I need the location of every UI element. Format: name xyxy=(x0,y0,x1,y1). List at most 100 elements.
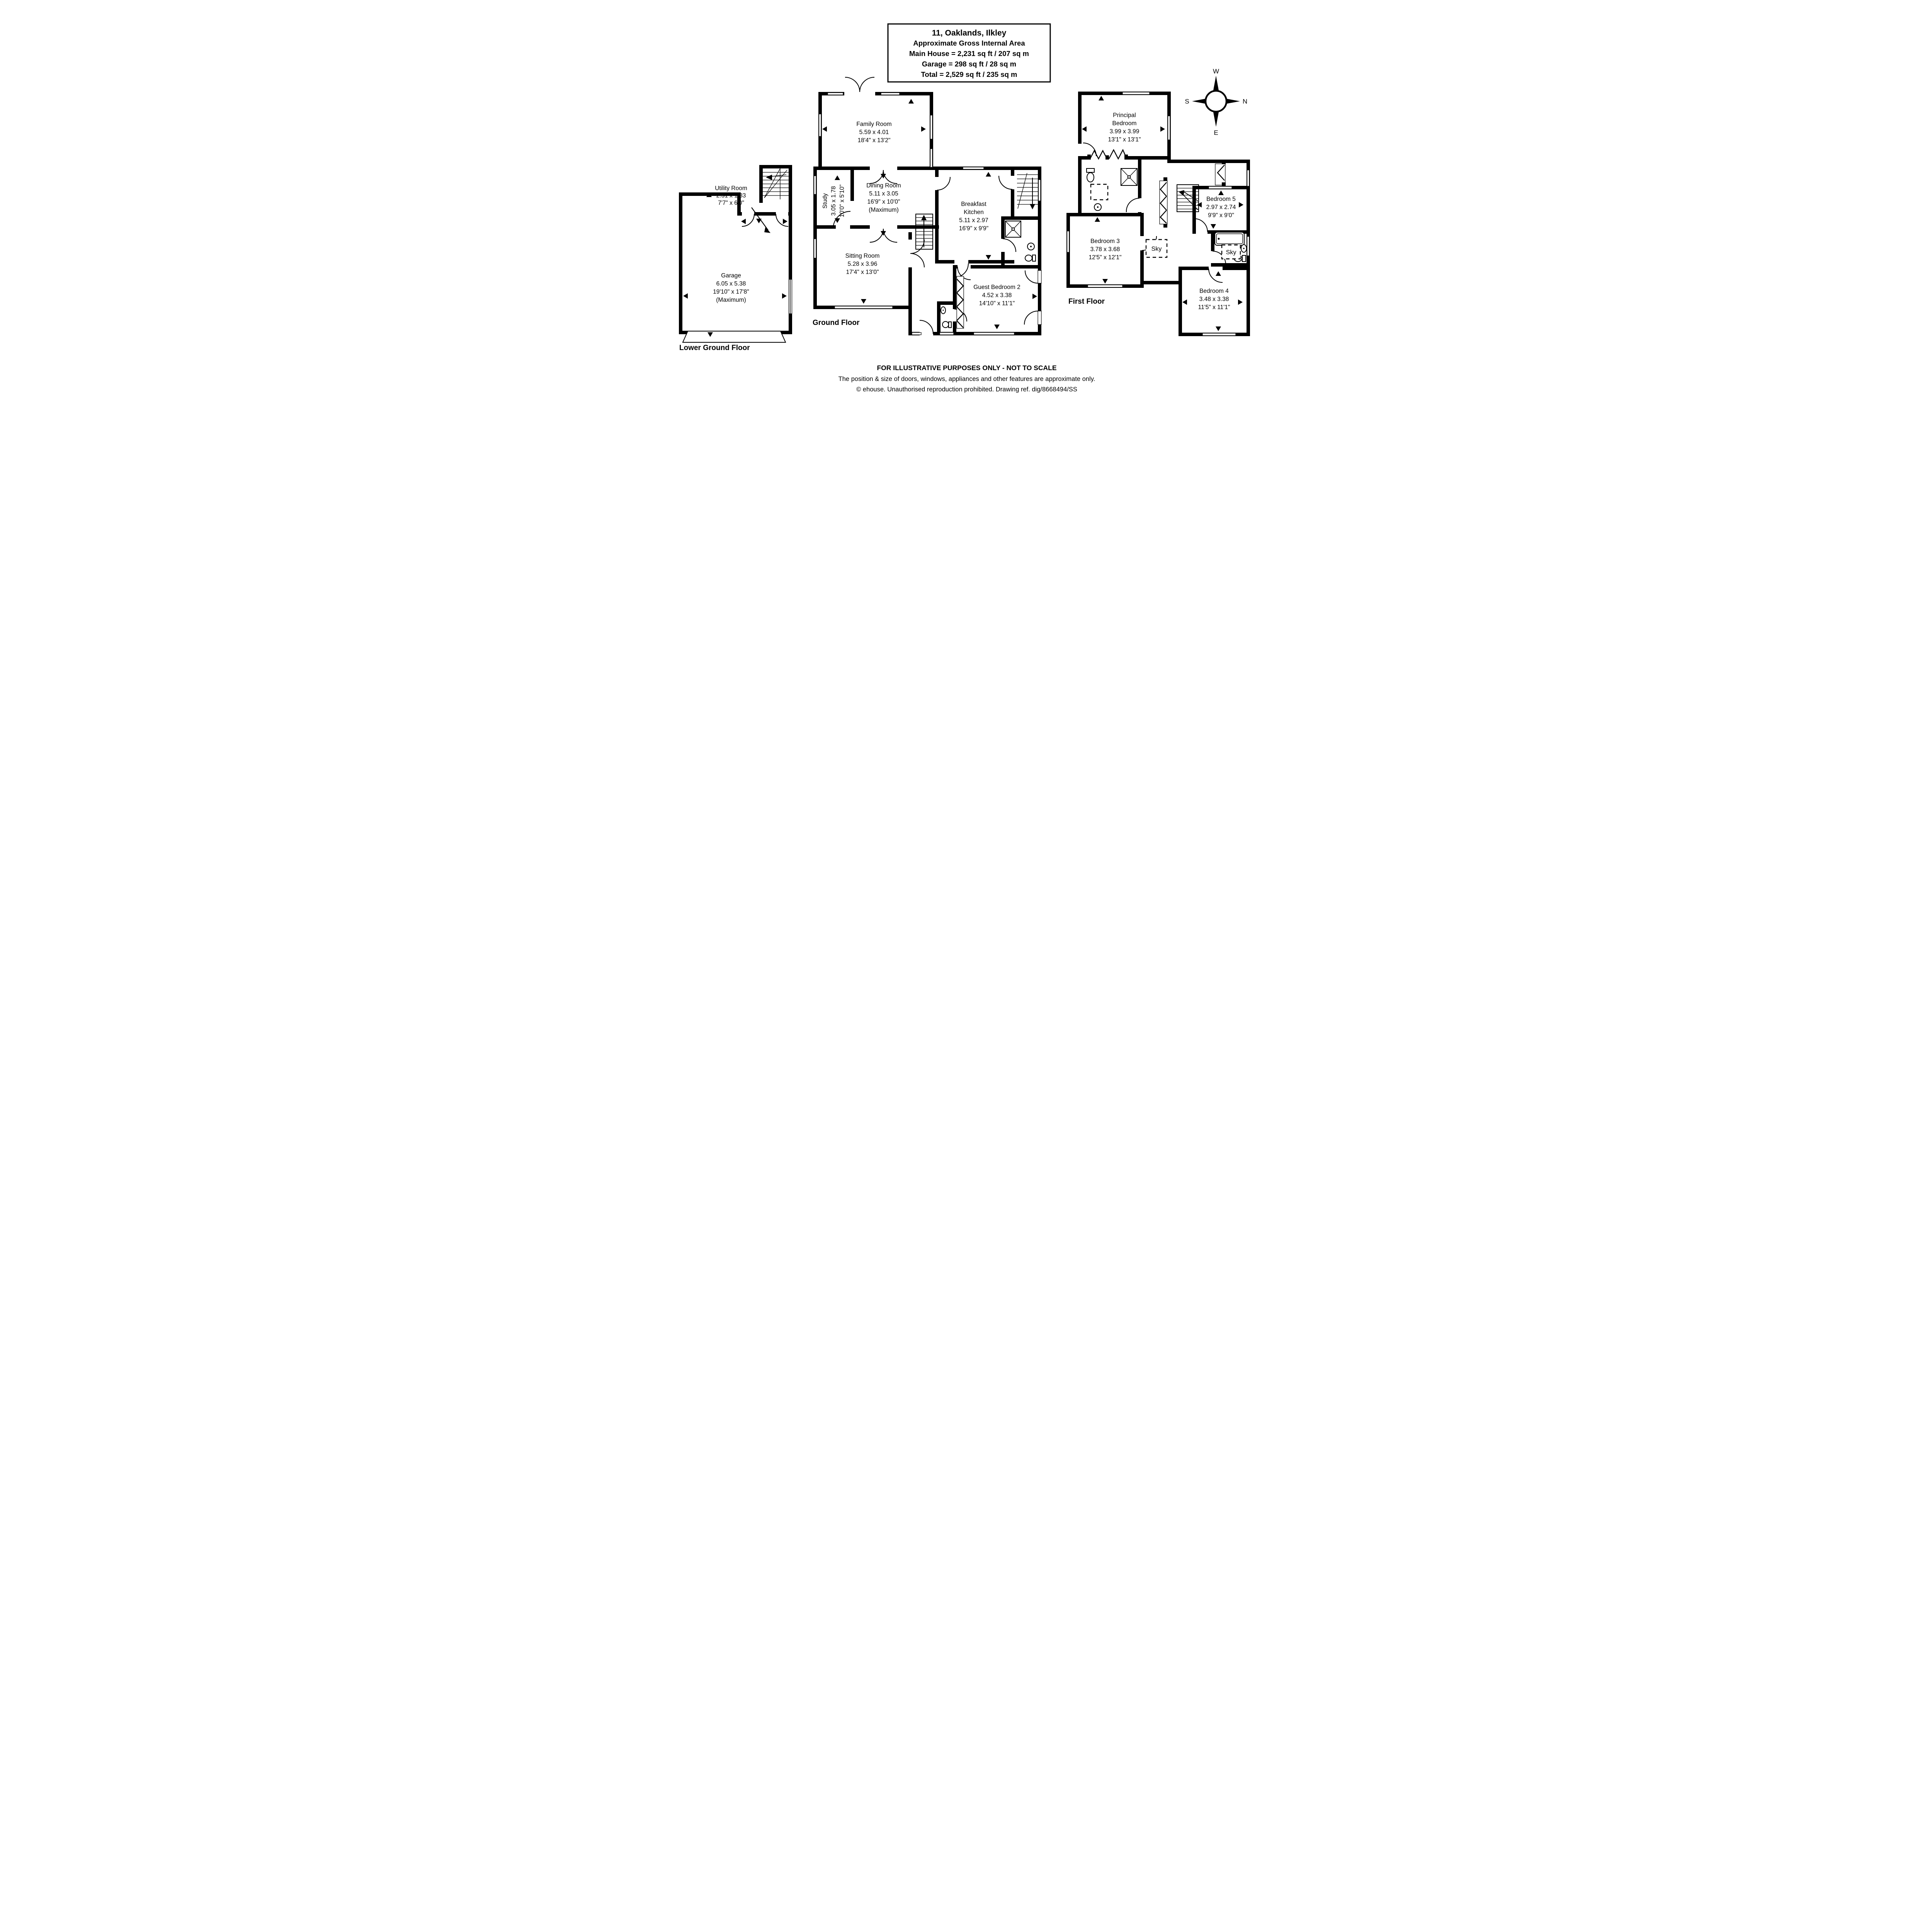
bedroom3-metric: 3.78 x 3.68 xyxy=(1090,246,1120,253)
title-main-house-area: Main House = 2,231 sq ft / 207 sq m xyxy=(909,49,1029,58)
principal-bedroom-label: Principal Bedroom 3.99 x 3.99 13'1" x 13… xyxy=(1108,112,1141,143)
first-windows xyxy=(1066,92,1250,336)
garage-door xyxy=(682,331,786,343)
utility-room-doors xyxy=(742,214,789,227)
garage-imperial: 19'10" x 17'8" xyxy=(713,289,749,295)
title-box: 11, Oaklands, Ilkley Approximate Gross I… xyxy=(887,23,1051,83)
floorplan-page: 11, Oaklands, Ilkley Approximate Gross I… xyxy=(665,0,1267,426)
compass-circle xyxy=(1204,90,1228,113)
garage-metric: 6.05 x 5.38 xyxy=(716,281,746,287)
bedroom4-imperial: 11'5" x 11'1" xyxy=(1198,304,1230,311)
utility-pointer-line xyxy=(751,207,769,231)
sitting-name: Sitting Room xyxy=(845,253,880,259)
principal-name-2: Bedroom xyxy=(1112,120,1137,127)
bedroom5-metric: 2.97 x 2.74 xyxy=(1206,204,1236,211)
landing-wardrobe-2 xyxy=(1215,161,1226,186)
study-label: Study 3.05 x 1.78 10'0" x 5'10" xyxy=(822,184,845,217)
utility-pointer-arrowhead xyxy=(764,227,770,233)
first-door-arcs xyxy=(1083,143,1226,283)
family-room-label: Family Room 5.59 x 4.01 18'4" x 13'2" xyxy=(856,121,891,144)
first-floor-plan: Sky Sky Principal Bedroom 3.99 x 3.99 13… xyxy=(1066,92,1250,336)
guest-imperial: 14'10" x 11'1" xyxy=(979,300,1015,307)
utility-room-label: Utility Room 2.31 x 1.83 7'7" x 6'0" xyxy=(715,185,770,233)
garage-label: Garage 6.05 x 5.38 19'10" x 17'8" (Maxim… xyxy=(713,272,749,303)
ground-shower-room-fixtures xyxy=(1005,221,1036,262)
dining-room-label: Dining Room 5.11 x 3.05 16'9" x 10'0" (M… xyxy=(866,182,901,213)
bedroom5-label: Bedroom 5 2.97 x 2.74 9'9" x 9'0" xyxy=(1206,196,1236,219)
principal-metric: 3.99 x 3.99 xyxy=(1110,128,1139,135)
guest-metric: 4.52 x 3.38 xyxy=(982,292,1012,299)
bedroom4-label: Bedroom 4 3.48 x 3.38 11'5" x 11'1" xyxy=(1198,288,1230,311)
compass-rose: W N E S xyxy=(1185,68,1247,136)
ground-floor-plan: Family Room 5.59 x 4.01 18'4" x 13'2" St… xyxy=(813,77,1042,335)
wc-toilet xyxy=(942,321,949,328)
utility-metric: 2.31 x 1.83 xyxy=(716,192,746,199)
lower-ground-floor-plan: Utility Room 2.31 x 1.83 7'7" x 6'0" Gar… xyxy=(679,165,793,352)
compass-label-west: W xyxy=(1213,68,1219,75)
utility-imperial: 7'7" x 6'0" xyxy=(718,200,744,206)
dining-metric: 5.11 x 3.05 xyxy=(869,190,898,197)
bedroom3-imperial: 12'5" x 12'1" xyxy=(1088,254,1121,261)
title-garage-area: Garage = 298 sq ft / 28 sq m xyxy=(922,60,1016,68)
study-imperial: 10'0" x 5'10" xyxy=(839,184,845,217)
compass-label-north: N xyxy=(1243,98,1247,105)
first-stairs xyxy=(1177,184,1199,212)
utility-name: Utility Room xyxy=(715,185,747,192)
ensuite-fixtures xyxy=(1086,168,1138,211)
first-markers xyxy=(1082,96,1243,331)
family-name: Family Room xyxy=(856,121,891,128)
dining-imperial: 16'9" x 10'0" xyxy=(867,199,900,205)
ground-stairs-down xyxy=(1017,173,1038,209)
garage-note: (Maximum) xyxy=(716,297,746,303)
stair-direction-arrowhead xyxy=(766,175,772,180)
ground-windows xyxy=(813,92,1042,335)
breakfast-kitchen-label: Breakfast Kitchen 5.11 x 2.97 16'9" x 9'… xyxy=(959,201,988,232)
sitting-imperial: 17'4" x 13'0" xyxy=(846,269,879,275)
ensuite-skylight xyxy=(1090,184,1109,201)
compass-label-east: E xyxy=(1214,129,1218,136)
sitting-metric: 5.28 x 3.96 xyxy=(848,261,878,267)
study-metric: 3.05 x 1.78 xyxy=(830,186,837,216)
ensuite-toilet-cistern xyxy=(1086,168,1095,173)
lower-ground-stairs xyxy=(763,168,789,199)
footer-line1: FOR ILLUSTRATIVE PURPOSES ONLY - NOT TO … xyxy=(877,364,1056,372)
landing-wardrobe-1 xyxy=(1159,177,1168,228)
title-address: 11, Oaklands, Ilkley xyxy=(932,29,1007,37)
bedroom5-imperial: 9'9" x 9'0" xyxy=(1208,212,1234,219)
compass-label-south: S xyxy=(1185,98,1189,105)
title-box-border xyxy=(887,23,1051,83)
bedroom4-metric: 3.48 x 3.38 xyxy=(1199,296,1229,303)
kitchen-metric: 5.11 x 2.97 xyxy=(959,217,988,224)
principal-wardrobe xyxy=(1087,149,1128,160)
study-name: Study xyxy=(822,193,828,209)
ground-stairs-up xyxy=(915,214,933,250)
kitchen-name-2: Kitchen xyxy=(964,209,984,216)
kitchen-name-1: Breakfast xyxy=(961,201,986,207)
garage-name: Garage xyxy=(721,272,741,279)
lower-ground-floor-label: Lower Ground Floor xyxy=(679,344,750,352)
title-subtitle: Approximate Gross Internal Area xyxy=(913,39,1025,47)
ground-floor-label: Ground Floor xyxy=(813,319,860,327)
landing-skylight xyxy=(1145,239,1168,258)
ground-markers xyxy=(822,99,1037,329)
principal-name-1: Principal xyxy=(1113,112,1136,119)
landing-skylight-label: Sky xyxy=(1151,246,1162,252)
bedroom3-name: Bedroom 3 xyxy=(1090,238,1120,245)
ground-wc-fixtures xyxy=(940,306,952,328)
ensuite-toilet xyxy=(1087,172,1094,182)
footer-line2: The position & size of doors, windows, a… xyxy=(838,376,1095,383)
bathroom-skylight-label: Sky xyxy=(1226,249,1236,256)
bedroom5-name: Bedroom 5 xyxy=(1206,196,1236,202)
bedroom4-name: Bedroom 4 xyxy=(1199,288,1229,294)
kitchen-imperial: 16'9" x 9'9" xyxy=(959,225,988,232)
bathroom-skylight xyxy=(1221,244,1241,260)
family-imperial: 18'4" x 13'2" xyxy=(857,137,890,144)
title-total-area: Total = 2,529 sq ft / 235 sq m xyxy=(921,70,1017,78)
sitting-room-label: Sitting Room 5.28 x 3.96 17'4" x 13'0" xyxy=(845,253,880,275)
floorplan-drawing: 11, Oaklands, Ilkley Approximate Gross I… xyxy=(679,23,1250,393)
guest-name: Guest Bedroom 2 xyxy=(973,284,1020,291)
dining-name: Dining Room xyxy=(866,182,901,189)
bedroom3-label: Bedroom 3 3.78 x 3.68 12'5" x 12'1" xyxy=(1088,238,1121,261)
dining-note: (Maximum) xyxy=(869,207,899,213)
guest-bedroom-wardrobe xyxy=(956,276,964,329)
